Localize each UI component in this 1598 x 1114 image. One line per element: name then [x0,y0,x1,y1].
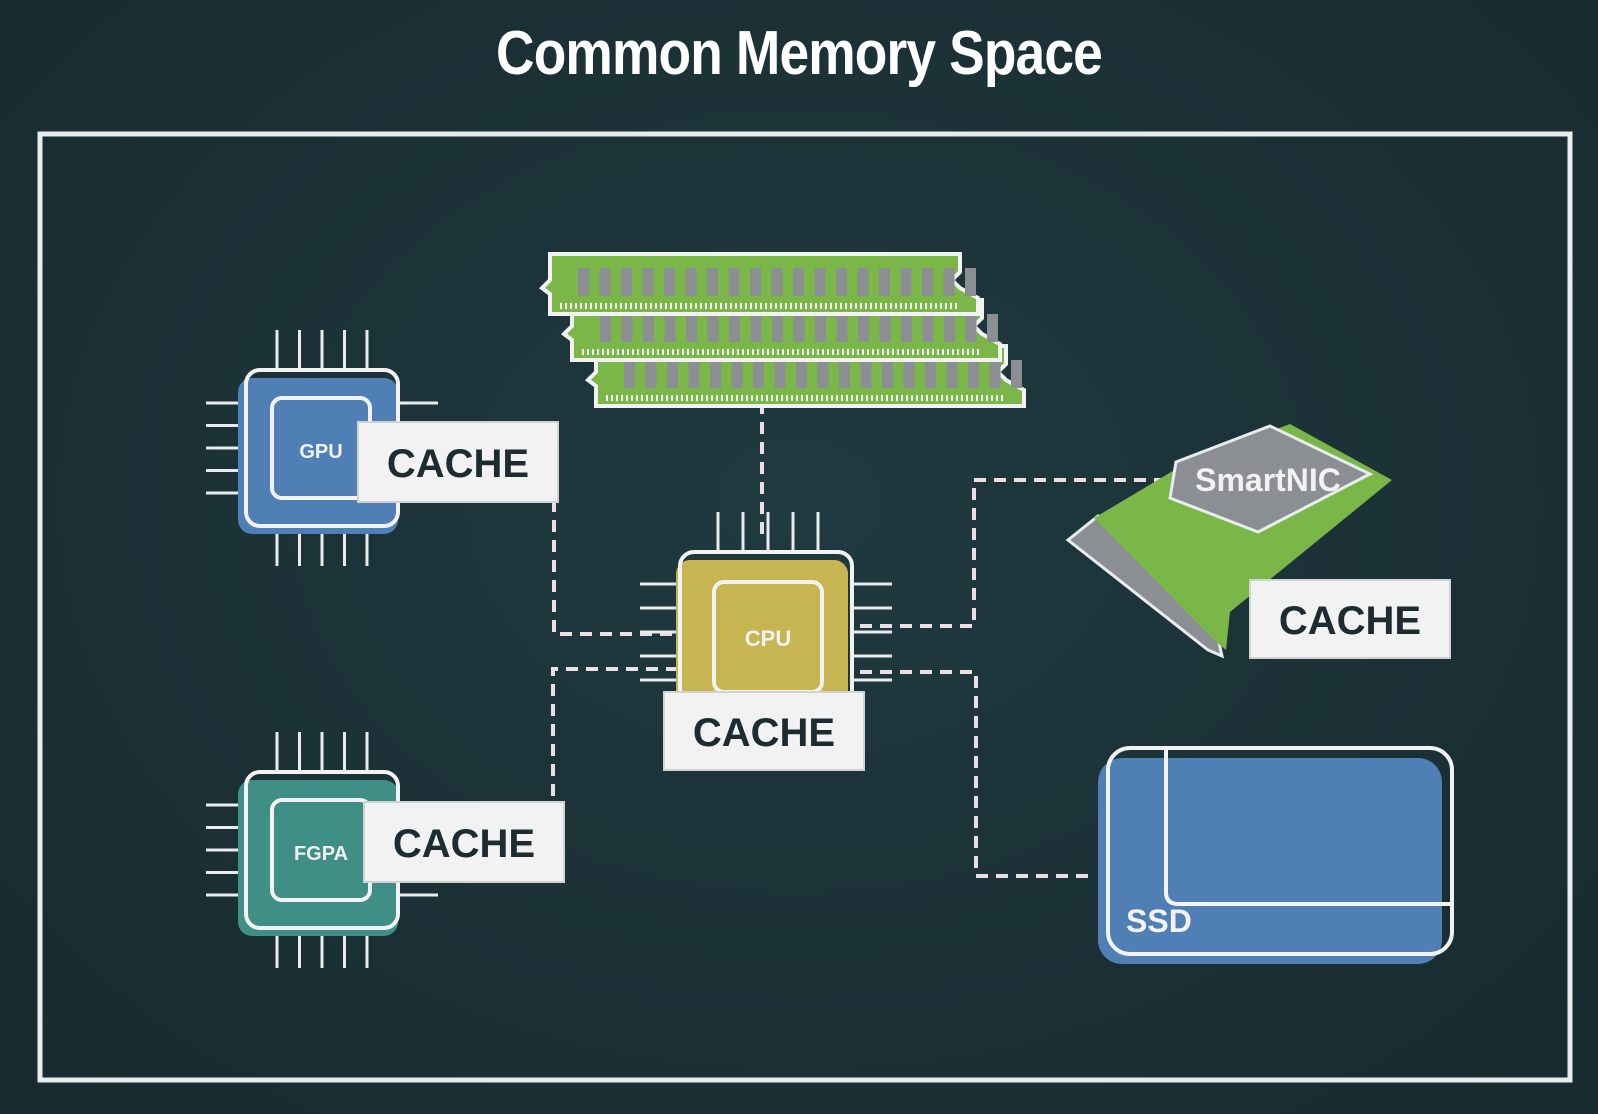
gpu-label: GPU [299,441,342,463]
ram-chip [793,268,804,296]
ram-chip [750,268,761,296]
ram-chip [922,314,934,342]
ram-chip [965,268,976,296]
ram-chip [710,360,721,388]
ram-chip [814,268,826,296]
ram-chip [839,360,850,388]
cpu-label: CPU [745,626,791,651]
ram-chip [753,360,764,388]
ssd-label: SSD [1126,903,1192,939]
ram-chip [900,268,912,296]
ram-chip [987,314,998,342]
gpu-cache-label: CACHE [387,442,529,486]
ram-chip [1011,360,1022,388]
ram-chip [599,268,611,296]
ram-chip [836,268,847,296]
ram-chip [858,314,869,342]
ram-chip [707,314,719,342]
ram-chip [965,314,977,342]
ram-chip [968,360,979,388]
ram-chip [857,268,869,296]
smartnic-cache-box: CACHE [1249,579,1451,659]
ram-chip [685,268,697,296]
ram-chip [600,314,611,342]
ram-chip [667,360,678,388]
cpu-smartnic-link [860,478,1168,628]
common-memory-frame [37,131,1573,1083]
ram-chip [989,360,1001,388]
ram-chip [664,314,676,342]
smartnic-card-icon: SmartNIC [1065,424,1392,659]
ram-chip [944,314,955,342]
ram-chip [922,268,933,296]
ram-chip [731,360,743,388]
ram-chip [750,314,762,342]
ram-chip [688,360,700,388]
ram-chip [728,268,740,296]
ram-chip [815,314,826,342]
page-title: Common Memory Space [496,19,1103,88]
smartnic-label: SmartNIC [1195,462,1341,498]
ram-chip [774,360,786,388]
ram-chip [925,360,936,388]
ram-chip [772,314,783,342]
ram-chip [901,314,912,342]
ram-chip [836,314,848,342]
ram-chip [771,268,783,296]
ram-chip [879,314,891,342]
ram-chip [946,360,958,388]
ram-chip [729,314,740,342]
cpu-cache-label: CACHE [693,711,835,755]
ram-chip [860,360,872,388]
fpga-label: FGPA [294,843,348,865]
ram-chip [796,360,807,388]
ram-chip [642,268,654,296]
fpga-chip-icon: FGPA [206,732,438,968]
fpga-cpu-link [551,667,680,796]
ram-chip [793,314,805,342]
ram-chip [624,360,635,388]
ram-chip [943,268,955,296]
ram-chip [903,360,915,388]
ssd-drive-icon: SSD [1098,746,1454,964]
connectors [551,402,1168,878]
ram-chip [643,314,654,342]
ram-chip [879,268,890,296]
fpga-cache-label: CACHE [393,822,535,866]
cpu-cache-box: CACHE [663,691,865,771]
ram-chip [621,268,632,296]
ram-chip [882,360,893,388]
fpga-cache-box: CACHE [363,801,565,883]
smartnic-cache-label: CACHE [1279,599,1421,643]
gpu-cache-box: CACHE [357,421,559,503]
ram-chip [578,268,589,296]
ram-chip [817,360,829,388]
ram-chip [664,268,675,296]
ram-chip [707,268,718,296]
ram-chip [686,314,697,342]
gpu-cpu-link [552,500,680,636]
cpu-ssd-link [860,670,1096,878]
ram-modules-icon [538,252,1026,408]
ram-chip [621,314,633,342]
ram-chip [645,360,657,388]
